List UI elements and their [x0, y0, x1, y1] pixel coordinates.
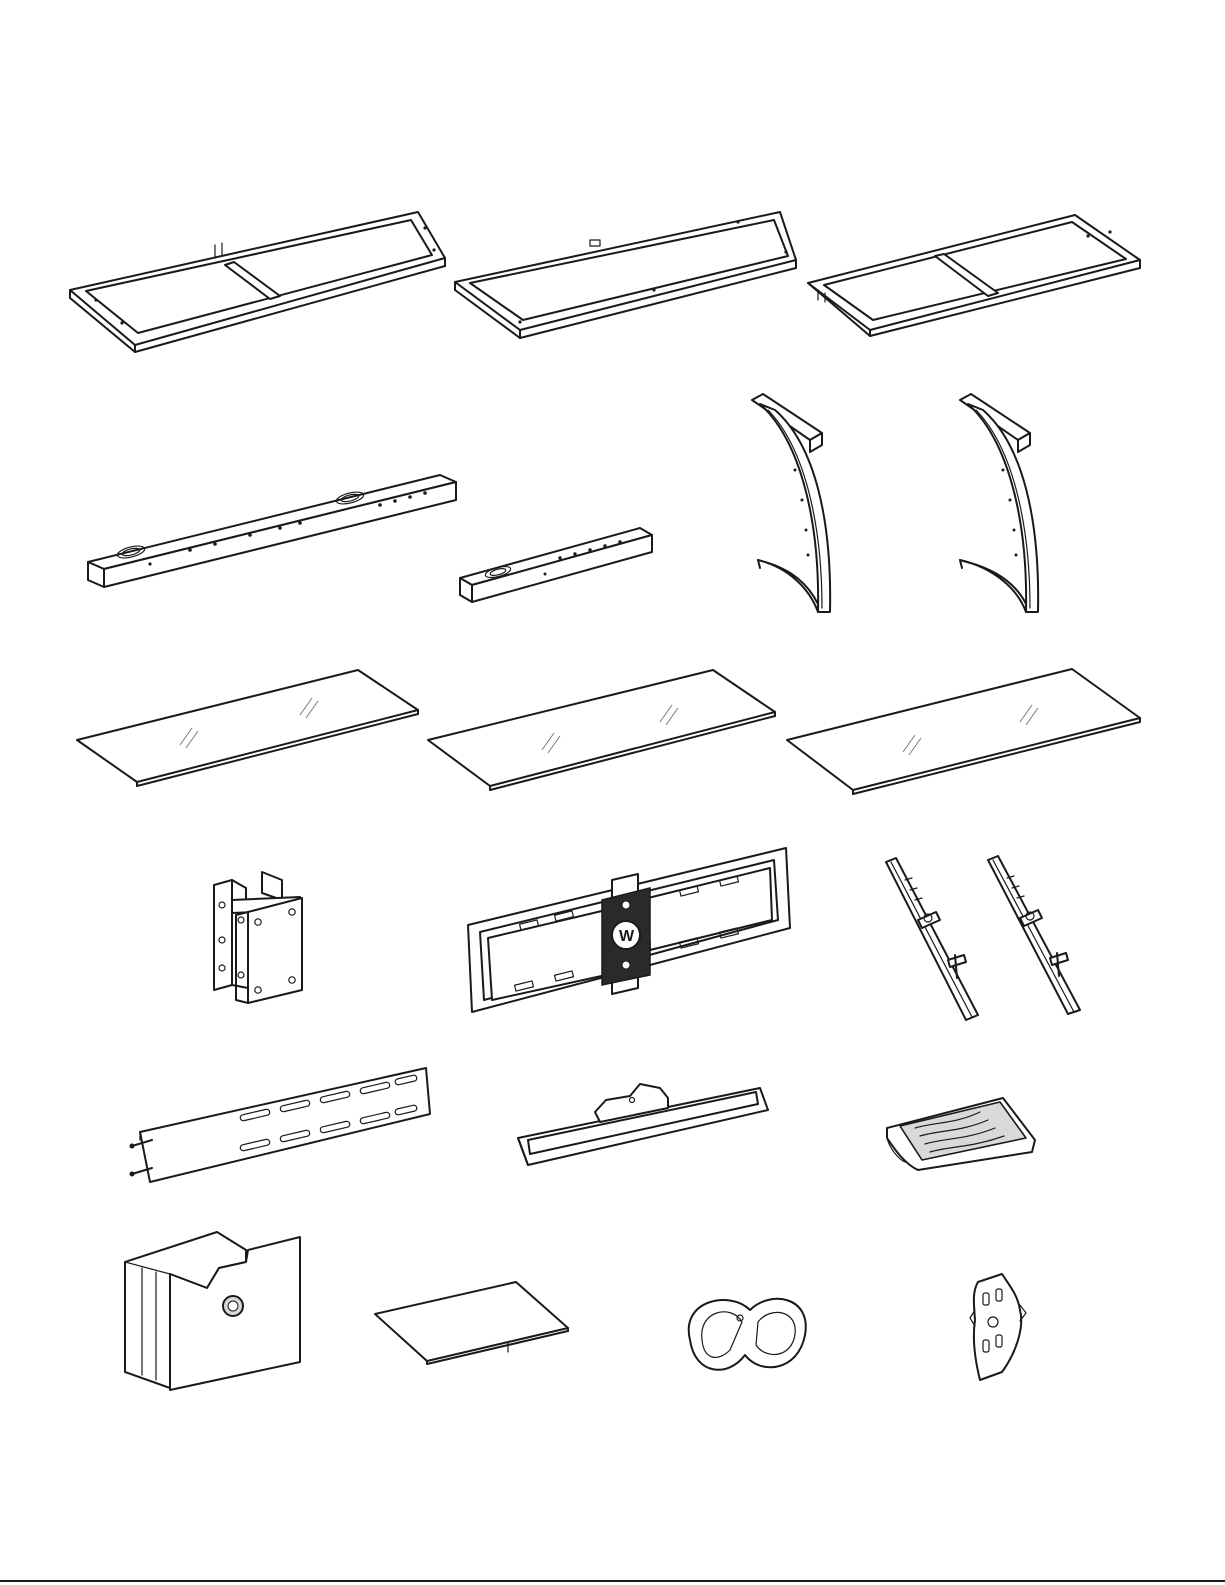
cable-tray [887, 1098, 1035, 1170]
small-glass-plate [375, 1282, 568, 1364]
cable-cover [125, 1232, 300, 1390]
mount-bracket [214, 872, 302, 1003]
long-beam [88, 475, 456, 587]
footer-rule [0, 1580, 1225, 1582]
slotted-rail [130, 1068, 431, 1182]
side-leg-right [960, 394, 1038, 612]
side-leg-left [752, 394, 830, 612]
frame-a [70, 212, 445, 352]
short-beam [460, 528, 652, 602]
glass-shelf-2 [428, 670, 775, 790]
frame-c [808, 215, 1140, 336]
component-shelf [518, 1084, 768, 1165]
tv-mount-plate: W [468, 848, 790, 1012]
frame-b [455, 212, 796, 338]
svg-text:W: W [619, 928, 635, 945]
cable-clip [689, 1299, 806, 1370]
tv-arm-right [988, 856, 1080, 1014]
glass-shelf-1 [77, 670, 418, 786]
tv-arm-left [886, 858, 978, 1020]
glass-shelf-3 [787, 669, 1140, 794]
cable-guide [970, 1274, 1026, 1380]
